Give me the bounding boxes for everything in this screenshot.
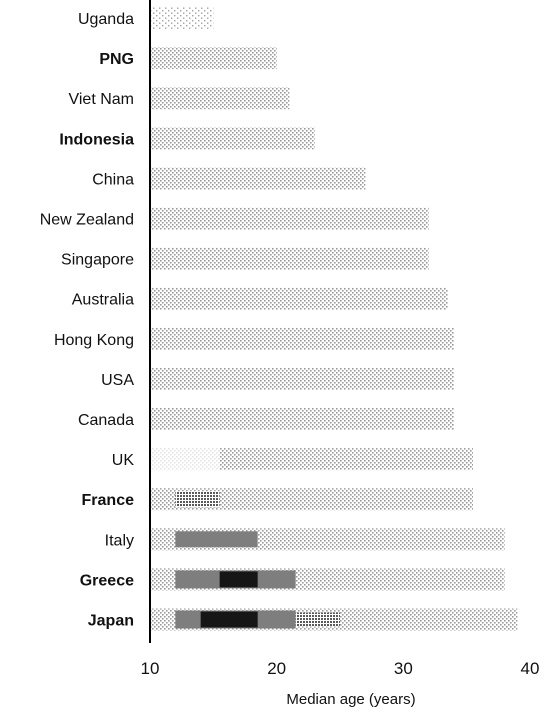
bar-singapore (150, 247, 429, 270)
x-tick-label-20: 20 (267, 659, 286, 678)
category-label-singapore: Singapore (61, 252, 134, 269)
x-tick-label-30: 30 (394, 659, 413, 678)
category-label-indonesia: Indonesia (59, 131, 134, 148)
bar-new-zealand (150, 207, 429, 230)
bar-uk (150, 448, 473, 471)
category-label-australia: Australia (72, 292, 134, 309)
bar-uganda (150, 7, 214, 29)
category-label-greece: Greece (80, 572, 134, 589)
bar-fill (150, 488, 473, 511)
category-label-uk: UK (112, 452, 135, 469)
bar-fill (150, 207, 429, 230)
bar-core (200, 611, 258, 628)
bar-fill (150, 127, 315, 150)
category-label-china: China (92, 171, 134, 188)
bar-china (150, 167, 366, 190)
bar-fill (150, 47, 277, 70)
bar-fill (150, 167, 366, 190)
category-label-canada: Canada (78, 412, 134, 429)
bar-greece (150, 568, 505, 591)
bar-australia (150, 287, 448, 310)
bars-layer (150, 7, 518, 631)
x-axis: 10 20 30 40 (141, 0, 540, 678)
bar-fill (150, 7, 214, 29)
bar-france (150, 488, 473, 511)
category-label-japan: Japan (88, 613, 134, 630)
bar-fill (150, 247, 429, 270)
bar-viet-nam (150, 87, 290, 110)
bar-gap (150, 448, 220, 471)
bar-indonesia (150, 127, 315, 150)
bar-band (175, 491, 220, 508)
x-axis-title: Median age (years) (286, 691, 415, 708)
bar-fill (150, 327, 454, 350)
bar-usa (150, 367, 454, 390)
bar-fill (150, 87, 290, 110)
category-label-france: France (82, 492, 135, 509)
bar-band (175, 531, 258, 548)
bar-fill (150, 408, 454, 430)
category-label-viet-nam: Viet Nam (68, 91, 134, 108)
x-tick-label-10: 10 (141, 659, 160, 678)
x-tick-label-40: 40 (521, 659, 540, 678)
bar-png (150, 47, 277, 70)
category-label-italy: Italy (105, 532, 134, 549)
category-label-png: PNG (99, 51, 134, 68)
category-label-new-zealand: New Zealand (40, 212, 134, 229)
bar-canada (150, 408, 454, 430)
bar-japan (150, 608, 518, 631)
category-label-uganda: Uganda (78, 11, 134, 28)
category-label-hong-kong: Hong Kong (54, 332, 134, 349)
bar-core (219, 571, 258, 588)
category-label-usa: USA (101, 372, 134, 389)
bar-fill (150, 287, 448, 310)
bar-band-outer (295, 612, 340, 627)
bar-hong-kong (150, 327, 454, 350)
bar-fill (150, 367, 454, 390)
bar-fill (150, 448, 473, 471)
bar-italy (150, 528, 505, 551)
